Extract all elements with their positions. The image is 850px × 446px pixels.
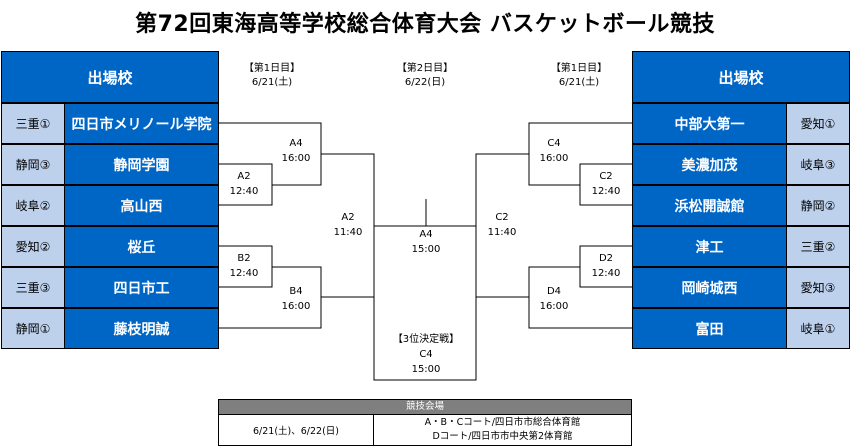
- match-final-time: 15:00: [411, 244, 441, 255]
- match-d4-time: 16:00: [539, 301, 569, 312]
- venue-row: 6/21(土)、6/22(日) A・B・Cコート/四日市市総合体育館 Dコート/…: [219, 415, 631, 445]
- left-team-pref: 静岡③: [1, 144, 65, 185]
- match-d4-court: D4: [546, 286, 562, 297]
- day-label-right: 【第1日目】 6/21(土): [543, 62, 615, 90]
- match-b2-court: B2: [237, 253, 251, 264]
- match-d4: D4 16:00: [524, 284, 584, 314]
- right-team-school: 中部大第一: [632, 103, 787, 144]
- venue-header: 競技会場: [219, 400, 631, 415]
- match-a2-r1: A2 12:40: [214, 169, 274, 199]
- right-team-school: 浜松開誠館: [632, 185, 787, 226]
- venue-table: 競技会場 6/21(土)、6/22(日) A・B・Cコート/四日市市総合体育館 …: [218, 399, 632, 446]
- venue-places: A・B・Cコート/四日市市総合体育館 Dコート/四日市市中央第2体育館: [374, 415, 631, 445]
- day-label-center-title: 【第2日目】: [396, 63, 454, 74]
- left-team-school: 静岡学園: [64, 144, 219, 185]
- match-b2-time: 12:40: [229, 268, 259, 279]
- match-a4: A4 16:00: [266, 136, 326, 166]
- left-team-school: 四日市メリノール学院: [64, 103, 219, 144]
- day-label-left-title: 【第1日目】: [243, 63, 301, 74]
- match-c2-semi-court: C2: [495, 212, 509, 223]
- right-team-school: 津工: [632, 226, 787, 267]
- match-third-place-time: 15:00: [411, 364, 441, 375]
- match-a2-r1-court: A2: [237, 171, 251, 182]
- day-label-center: 【第2日目】 6/22(日): [389, 62, 461, 90]
- match-b4-time: 16:00: [281, 301, 311, 312]
- match-final: A4 15:00: [396, 227, 456, 257]
- day-label-left-date: 6/21(土): [251, 77, 293, 88]
- match-a2-semi-court: A2: [341, 212, 355, 223]
- match-a4-court: A4: [289, 138, 303, 149]
- match-third-place: 【3位決定戦】 C4 15:00: [386, 332, 466, 377]
- venue-dates: 6/21(土)、6/22(日): [219, 415, 374, 445]
- left-team-school: 藤枝明誠: [64, 308, 219, 349]
- match-third-place-label: 【3位決定戦】: [392, 334, 460, 345]
- right-team-pref: 静岡②: [786, 185, 850, 226]
- match-d2-time: 12:40: [591, 268, 621, 279]
- day-label-right-date: 6/21(土): [558, 77, 600, 88]
- match-c4-time: 16:00: [539, 153, 569, 164]
- match-c2-r1-court: C2: [599, 171, 613, 182]
- match-c2-semi-time: 11:40: [487, 227, 517, 238]
- match-b4: B4 16:00: [266, 284, 326, 314]
- match-a2-r1-time: 12:40: [229, 186, 259, 197]
- match-a2-semi: A2 11:40: [318, 210, 378, 240]
- match-c2-r1: C2 12:40: [576, 169, 636, 199]
- match-third-place-court: C4: [419, 349, 433, 360]
- match-c4-court: C4: [547, 138, 561, 149]
- match-c4: C4 16:00: [524, 136, 584, 166]
- left-team-pref: 三重①: [1, 103, 65, 144]
- match-b2: B2 12:40: [214, 251, 274, 281]
- match-final-court: A4: [419, 229, 433, 240]
- right-team-pref: 愛知③: [786, 267, 850, 308]
- match-d2: D2 12:40: [576, 251, 636, 281]
- page-title: 第72回東海高等学校総合体育大会 バスケットボール競技: [135, 12, 715, 37]
- match-c2-r1-time: 12:40: [591, 186, 621, 197]
- match-b4-court: B4: [289, 286, 303, 297]
- left-team-school: 四日市工: [64, 267, 219, 308]
- left-team-pref: 岐阜②: [1, 185, 65, 226]
- left-team-school: 高山西: [64, 185, 219, 226]
- right-team-school: 美濃加茂: [632, 144, 787, 185]
- left-header: 出場校: [1, 51, 219, 103]
- right-team-pref: 愛知①: [786, 103, 850, 144]
- day-label-center-date: 6/22(日): [404, 77, 446, 88]
- match-a2-semi-time: 11:40: [333, 227, 363, 238]
- venue-place-1: A・B・Cコート/四日市市総合体育館: [424, 417, 581, 428]
- day-label-right-title: 【第1日目】: [550, 63, 608, 74]
- left-team-pref: 三重③: [1, 267, 65, 308]
- right-team-school: 岡崎城西: [632, 267, 787, 308]
- day-label-left: 【第1日目】 6/21(土): [236, 62, 308, 90]
- right-team-school: 富田: [632, 308, 787, 349]
- left-team-school: 桜丘: [64, 226, 219, 267]
- match-c2-semi: C2 11:40: [472, 210, 532, 240]
- venue-place-2: Dコート/四日市市中央第2体育館: [432, 431, 573, 442]
- right-header: 出場校: [632, 51, 850, 103]
- match-d2-court: D2: [598, 253, 614, 264]
- match-a4-time: 16:00: [281, 153, 311, 164]
